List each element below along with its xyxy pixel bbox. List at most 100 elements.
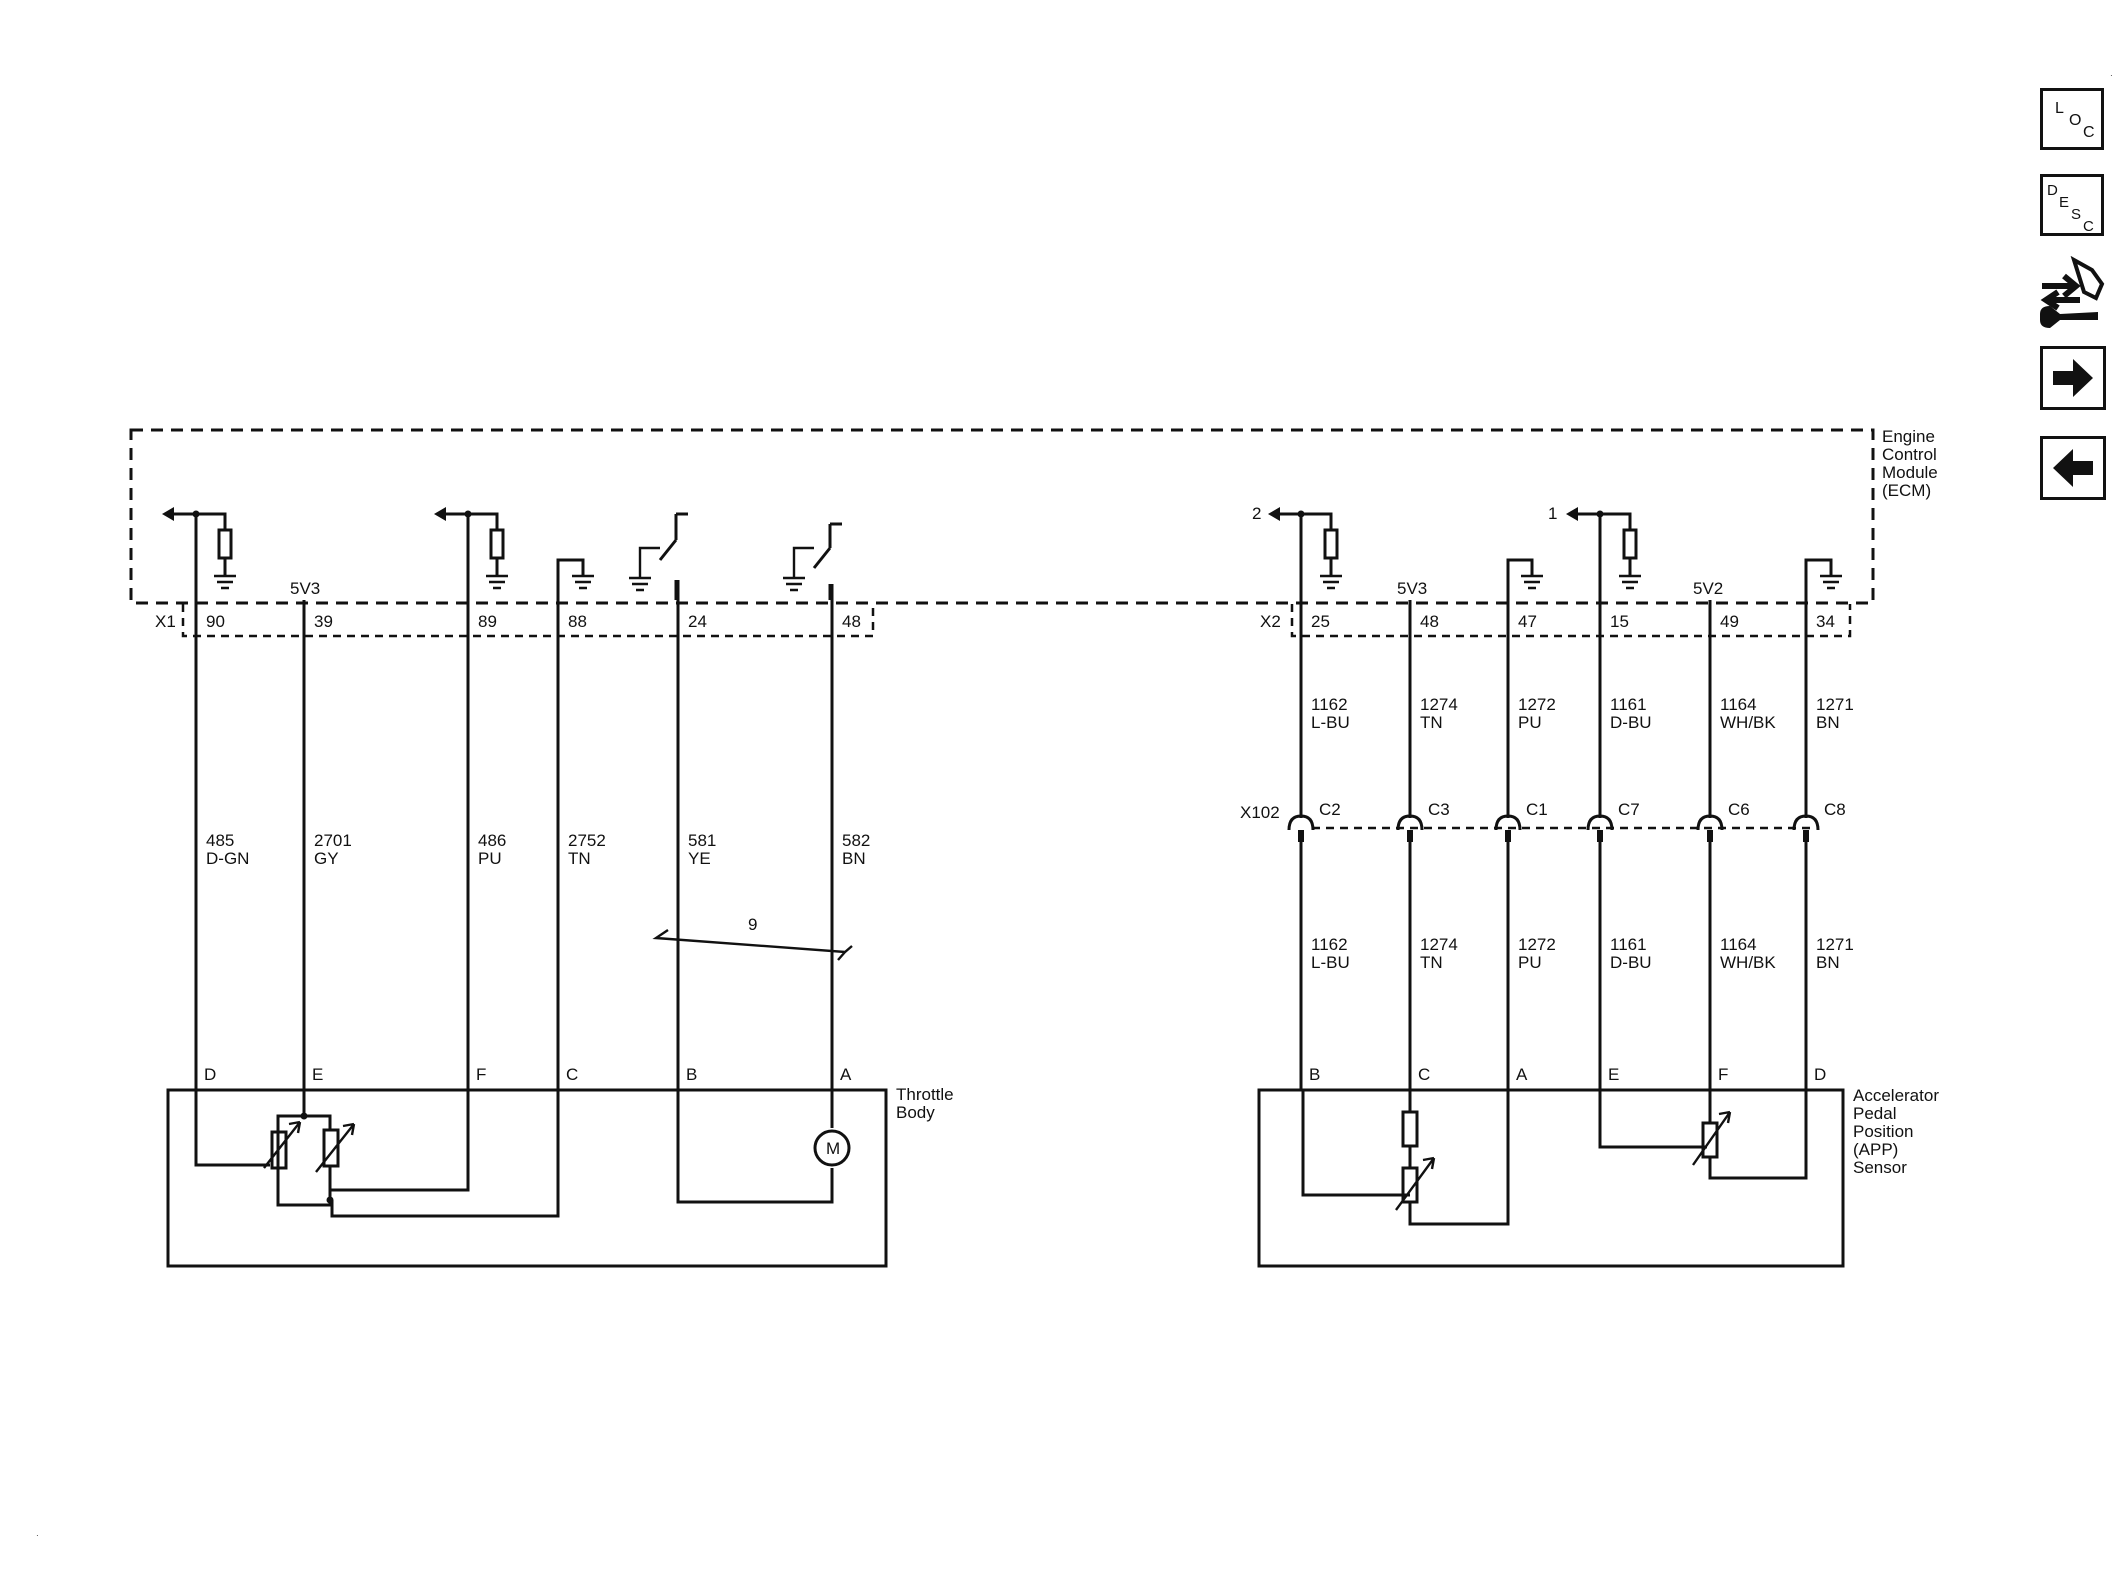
x1-circuit-89: 486 (478, 831, 506, 850)
x1-circuit-group (162, 507, 842, 640)
svg-text:L: L (2055, 100, 2064, 117)
x2-circuit-upper-48: 1274 (1420, 695, 1458, 714)
ecm-switch-24 (629, 512, 688, 600)
x2-color-lower-34: BN (1816, 953, 1840, 972)
x2-circuit-lower-48: 1274 (1420, 935, 1458, 954)
app-sensor-label-4: (APP) (1853, 1140, 1898, 1159)
x102-cavity-label-C1: C1 (1526, 800, 1548, 819)
description-button[interactable]: D E S C (2040, 174, 2104, 236)
x2-connector-strip (1290, 604, 1852, 638)
svg-text:S: S (2071, 206, 2081, 223)
x2-connector-label: X2 (1260, 612, 1281, 631)
supply-5v3-x1: 5V3 (290, 579, 320, 598)
x1-connector-label: X1 (155, 612, 176, 631)
ecm-pullup-15 (1566, 507, 1641, 590)
x2-circuit-lower-15: 1161 (1610, 935, 1647, 954)
x1-terminal-B: B (686, 1065, 697, 1084)
connector-wrench-icon (2040, 255, 2105, 328)
desc-icon: D E S C (2047, 182, 2094, 235)
reference-2-label: 2 (1252, 504, 1261, 523)
x2-circuit-group: X102 (1240, 507, 1842, 830)
x2-circuit-upper-47: 1272 (1518, 695, 1556, 714)
x102-pin-C6 (1707, 830, 1713, 842)
x102-cavity-label-C6: C6 (1728, 800, 1750, 819)
twisted-pair-label: 9 (748, 915, 757, 934)
x2-terminal-C: C (1418, 1065, 1430, 1084)
x2-circuit-lower-49: 1164 (1720, 935, 1757, 954)
x1-color-48: BN (842, 849, 866, 868)
svg-text:Engine: Engine (1882, 427, 1935, 446)
left-arrow-icon (2053, 449, 2093, 487)
x2-circuit-upper-49: 1164 (1720, 695, 1757, 714)
x1-color-24: YE (688, 849, 711, 868)
x102-cavity-label-C7: C7 (1618, 800, 1640, 819)
x2-color-upper-48: TN (1420, 713, 1443, 732)
x102-pin-C7 (1597, 830, 1603, 842)
x2-color-lower-25: L-BU (1311, 953, 1350, 972)
app-sensor-label-1: Accelerator (1853, 1086, 1939, 1105)
ecm-pullup-89 (434, 507, 508, 590)
x102-pin-C3 (1407, 830, 1413, 842)
x1-circuit-39: 2701 (314, 831, 352, 850)
x2-pin-15: 15 (1610, 612, 1629, 631)
x1-wires: 90485D-GND392701GYE89486PUF882752TNC2458… (194, 514, 870, 1090)
x2-circuit-lower-34: 1271 (1816, 935, 1854, 954)
x1-pin-89: 89 (478, 612, 497, 631)
x2-color-upper-25: L-BU (1311, 713, 1350, 732)
reference-1-label: 1 (1548, 504, 1557, 523)
x1-terminal-D: D (204, 1065, 216, 1084)
x1-color-88: TN (568, 849, 591, 868)
app-sensor: Accelerator Pedal Position (APP) Sensor (1257, 1086, 1939, 1268)
x102-cavity-C3 (1396, 814, 1424, 831)
x1-terminal-C: C (566, 1065, 578, 1084)
x2-color-upper-49: WH/BK (1720, 713, 1776, 732)
x1-pin-24: 24 (688, 612, 707, 631)
supply-5v2-x2: 5V2 (1693, 579, 1723, 598)
ecm-pullup-25 (1268, 507, 1342, 590)
x1-color-39: GY (314, 849, 339, 868)
x102-cavity-C7 (1586, 814, 1614, 831)
throttle-body: Throttle Body M (166, 1085, 954, 1268)
next-button[interactable] (2040, 346, 2106, 410)
loc-icon: L O C (2055, 100, 2095, 141)
x2-terminal-E: E (1608, 1065, 1619, 1084)
ecm-name-label: Engine Control Module (ECM) (1882, 427, 1938, 500)
x1-color-90: D-GN (206, 849, 249, 868)
x2-circuit-lower-25: 1162 (1311, 935, 1348, 954)
x102-cavity-label-C3: C3 (1428, 800, 1450, 819)
location-button[interactable]: L O C (2040, 88, 2104, 150)
x1-pin-88: 88 (568, 612, 587, 631)
svg-text:C: C (2083, 124, 2095, 141)
x2-circuit-upper-15: 1161 (1610, 695, 1647, 714)
svg-text:C: C (2083, 218, 2094, 233)
x102-cavity-label-C2: C2 (1319, 800, 1341, 819)
x1-terminal-F: F (476, 1065, 486, 1084)
x102-cavity-C1 (1494, 814, 1522, 831)
connector-tools-button[interactable] (2036, 255, 2108, 332)
x1-circuit-48: 582 (842, 831, 870, 850)
ecm-switch-48 (783, 522, 842, 600)
x2-wires: 25C21162L-BU1162L-BUB48C31274TN1274TNC47… (1287, 514, 1854, 1090)
x2-pin-48: 48 (1420, 612, 1439, 631)
motor-label: M (826, 1139, 840, 1158)
ecm-boundary (129, 428, 1875, 605)
x2-color-upper-34: BN (1816, 713, 1840, 732)
x2-color-lower-15: D-BU (1610, 953, 1652, 972)
x2-color-upper-15: D-BU (1610, 713, 1652, 732)
corner-mark: · (2110, 71, 2113, 80)
x2-color-lower-48: TN (1420, 953, 1443, 972)
x1-pin-48: 48 (842, 612, 861, 631)
x2-color-upper-47: PU (1518, 713, 1542, 732)
twisted-pair-marker: 9 (652, 915, 853, 961)
x1-terminal-E: E (312, 1065, 323, 1084)
svg-text:E: E (2059, 194, 2069, 211)
x1-connector-strip (181, 604, 875, 638)
corner-mark-2: · (36, 1531, 39, 1540)
svg-text:O: O (2069, 112, 2081, 129)
app-sensor-label-2: Pedal (1853, 1104, 1896, 1123)
back-button[interactable] (2040, 436, 2106, 500)
throttle-body-box (166, 1088, 888, 1268)
throttle-body-label-1: Throttle (896, 1085, 954, 1104)
svg-text:(ECM): (ECM) (1882, 481, 1931, 500)
x2-terminal-A: A (1516, 1065, 1528, 1084)
